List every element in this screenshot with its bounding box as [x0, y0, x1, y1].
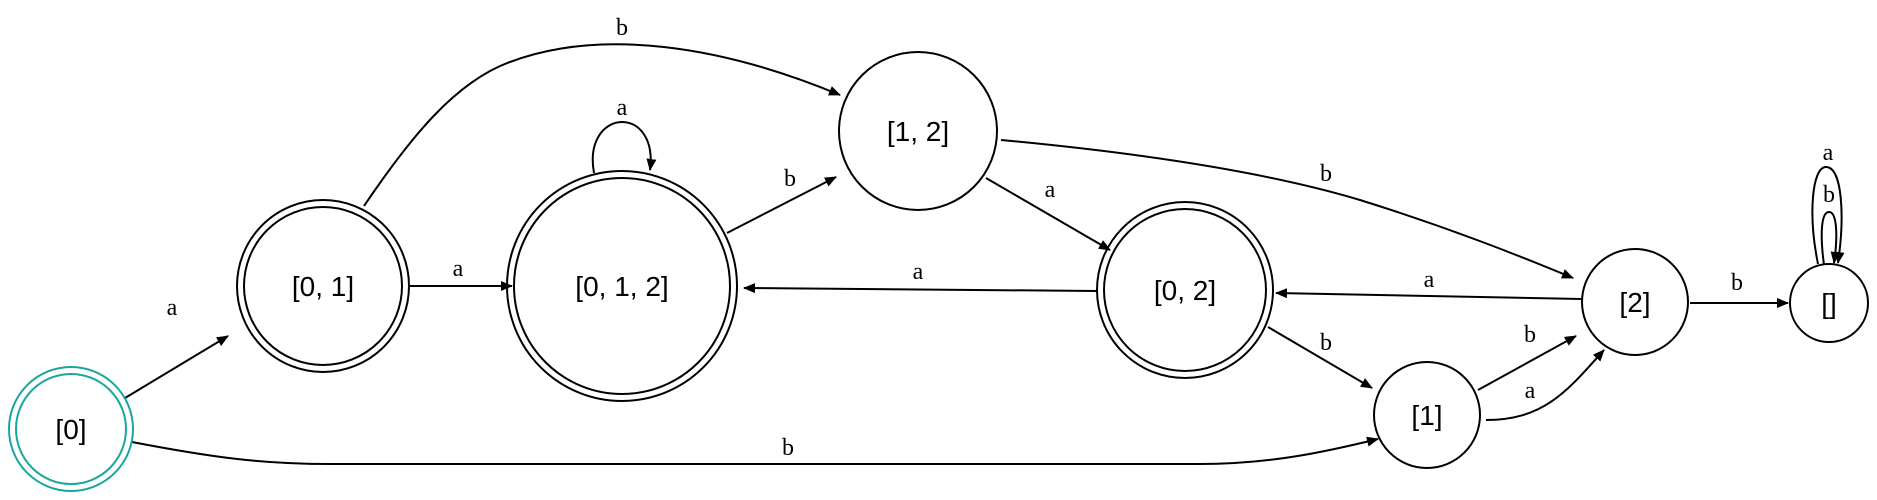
accepting-state-outer-ring	[506, 170, 738, 402]
state-label: [0]	[55, 414, 86, 445]
edge-s1-s2-a	[1485, 349, 1605, 421]
edge-label: a	[453, 256, 464, 282]
edge-s0-s1-b	[131, 436, 1379, 465]
state-label: [0, 1, 2]	[575, 271, 668, 302]
edge-label: a	[1045, 177, 1056, 203]
state-node-s02: [0, 2]	[1096, 201, 1274, 379]
edge-label: a	[167, 295, 178, 321]
edge-s2-s02-a	[1275, 288, 1583, 300]
state-label: []	[1821, 288, 1837, 319]
state-ring	[838, 51, 998, 211]
edge-s02-s1-b	[1267, 326, 1373, 389]
state-node-s12: [1, 2]	[838, 51, 998, 211]
accepting-state-inner-ring	[1103, 208, 1267, 372]
accepting-state-inner-ring	[243, 206, 403, 366]
state-label: [1, 2]	[887, 116, 949, 147]
edge-label: b	[782, 435, 794, 461]
state-node-sE: []	[1789, 263, 1869, 343]
accepting-state-inner-ring	[513, 177, 731, 395]
edge-s012-self-a	[591, 120, 657, 174]
state-label: [1]	[1411, 400, 1442, 431]
edge-s12-s2-b	[1000, 139, 1574, 279]
edge-s012-s12-b	[726, 176, 837, 234]
edge-label: a	[1424, 267, 1435, 293]
edge-label: b	[616, 15, 628, 41]
edge-s12-s02-a	[985, 177, 1111, 251]
edge-s01-s12-b	[363, 43, 841, 207]
state-ring	[1581, 248, 1689, 356]
edge-label: a	[1525, 378, 1536, 404]
edge-s1-s2-b	[1477, 335, 1577, 391]
state-node-s012: [0, 1, 2]	[506, 170, 738, 402]
state-ring	[1789, 263, 1869, 343]
edge-label: b	[784, 166, 796, 192]
start-state-inner-ring	[15, 373, 127, 485]
state-label: [0, 2]	[1154, 275, 1216, 306]
edge-label: a	[913, 259, 924, 285]
transitions: a b b a a b a b a b b a	[124, 15, 1845, 465]
edge-label: b	[1823, 182, 1835, 208]
edge-s0-s01-a	[124, 335, 229, 399]
accepting-state-outer-ring	[1096, 201, 1274, 379]
start-state-outer-ring	[8, 366, 134, 492]
edge-s02-s012-a	[743, 283, 1098, 294]
edge-label: b	[1320, 330, 1332, 356]
state-node-s2: [2]	[1581, 248, 1689, 356]
state-label: [0, 1]	[292, 271, 354, 302]
edge-sE-self-b	[1820, 210, 1841, 266]
edge-sE-self-a	[1811, 165, 1845, 265]
state-ring	[1373, 361, 1481, 469]
state-label: [2]	[1619, 287, 1650, 318]
edge-label: a	[617, 95, 628, 121]
edge-label: a	[1823, 140, 1834, 166]
edge-label: b	[1320, 161, 1332, 187]
state-node-s1: [1]	[1373, 361, 1481, 469]
edge-label: b	[1731, 270, 1743, 296]
state-node-s01: [0, 1]	[236, 199, 410, 373]
state-node-s0: [0]	[8, 366, 134, 492]
edge-label: b	[1524, 322, 1536, 348]
accepting-state-outer-ring	[236, 199, 410, 373]
